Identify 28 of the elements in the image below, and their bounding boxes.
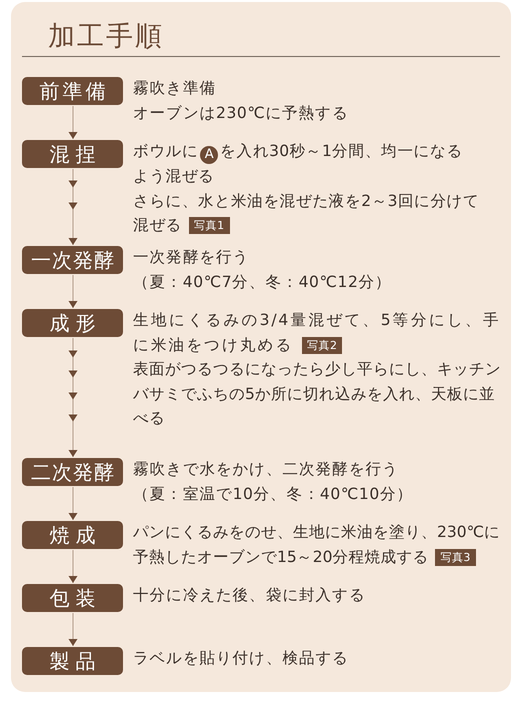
step-description: （夏：40℃7分、冬：40℃12分）: [133, 272, 393, 292]
step-description: オーブンは230℃に予熱する: [133, 102, 350, 124]
step-description: （夏：室温で10分、冬：40℃10分）: [133, 484, 414, 504]
step-description: 生地にくるみの3/4量混ぜて、5等分にし、手に米油をつけ丸める 写真2: [133, 310, 501, 356]
step-description: 一次発酵を行う: [133, 247, 250, 268]
step-label: 製品: [22, 647, 123, 675]
step-label: 前準備: [22, 77, 123, 105]
title: 加工手順: [48, 20, 164, 54]
arrow: [68, 274, 78, 308]
step-description: さらに、水と米油を混ぜた液を2～3回に分けて混ぜる 写真1: [133, 190, 480, 236]
step-description: 霧吹きで水をかけ、二次発酵を行う: [133, 459, 400, 480]
step-label: 二次発酵: [22, 458, 123, 486]
step-label: 成形: [22, 309, 123, 337]
step-label: 一次発酵: [22, 246, 123, 274]
arrow: [68, 612, 78, 646]
step-description: 表面がつるつるになったら少し平らにし、キッチンバサミでふちの5か所に切れ込みを入れ、天板に並べる: [133, 359, 502, 429]
step-description: パンにくるみをのせ、生地に米油を塗り、230℃に予熱したオーブンで15～20分程焼成する 写真3: [133, 522, 501, 568]
step-label: 混捏: [22, 140, 123, 168]
arrow: [68, 338, 78, 458]
arrow: [68, 550, 78, 584]
arrow: [68, 168, 78, 246]
step-description: 十分に冷えた後、袋に封入する: [133, 585, 366, 606]
step-label: 焼成: [22, 521, 123, 549]
arrow: [68, 486, 78, 520]
step-label: 包装: [22, 584, 123, 612]
step-description: 霧吹き準備: [133, 78, 217, 99]
arrow: [68, 106, 78, 140]
step-description: ラベルを貼り付け、検品する: [133, 648, 350, 669]
